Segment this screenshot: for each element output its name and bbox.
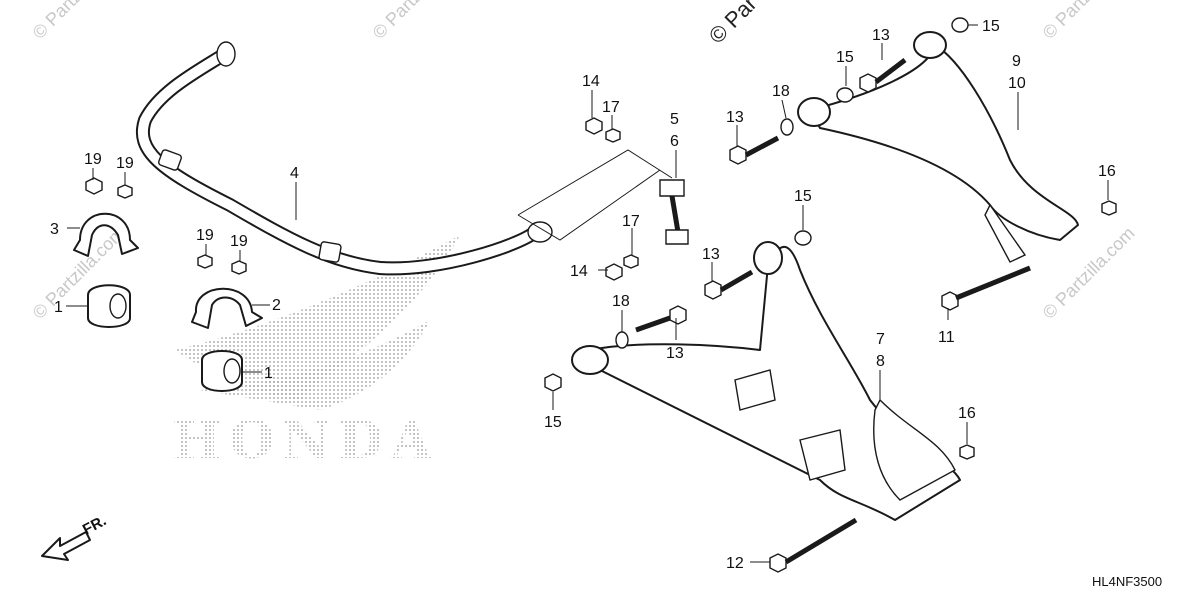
callout-18: 18 [772,83,790,100]
callout-19: 19 [196,227,214,244]
callout-17: 17 [622,213,640,230]
stabilizer-holder-2 [191,287,263,329]
callout-19: 19 [230,233,248,250]
stabilizer-bushing-1a [87,284,131,328]
watermark-text: © Partzilla.com [369,0,469,43]
link-leader-top [517,149,673,216]
bolt-19-group [85,177,247,275]
callout-19: 19 [84,151,102,168]
washer-18-group [615,118,794,349]
bolt-13-group [635,58,907,333]
honda-brand-text: HONDA [172,410,439,471]
callout-19: 19 [116,155,134,172]
honda-wing-logo: HONDA [172,235,460,471]
bolt-12 [769,517,858,573]
callout-1: 1 [264,365,273,382]
callout-8: 8 [876,353,885,370]
callout-10: 10 [1008,75,1026,92]
watermark-text: © Partzilla.com [1039,0,1139,43]
callout-12: 12 [726,555,744,572]
callout-16: 16 [1098,163,1116,180]
callouts: 3 1 1 2 4 5 6 7 8 9 10 11 12 13 13 13 13… [50,18,1116,572]
callout-7: 7 [876,331,885,348]
watermark-text: © Partzilla.com [29,0,129,43]
leader-lines [66,24,1109,563]
link-leader-bottom [517,169,661,241]
callout-16: 16 [958,405,976,422]
watermark-top-text: © Par [704,0,762,49]
nut-14-17-group [585,117,639,281]
callout-15: 15 [836,49,854,66]
callout-15: 15 [982,18,1000,35]
callout-15: 15 [794,188,812,205]
callout-6: 6 [670,133,679,150]
callout-4: 4 [290,165,299,182]
stabilizer-bushing-1b [201,350,243,392]
callout-14: 14 [582,73,600,90]
stabilizer-bar [135,41,553,276]
callout-15: 15 [544,414,562,431]
bolt-11 [941,265,1031,311]
nut-16-group [959,200,1117,460]
callout-11: 11 [938,329,955,346]
front-direction-indicator: FR. [41,512,109,561]
stabilizer-link [659,179,689,245]
callout-3: 3 [50,221,59,238]
callout-13: 13 [702,246,720,263]
diagram-code: HL4NF3500 [1092,574,1162,589]
upper-arm [797,31,1079,263]
callout-13: 13 [726,109,744,126]
callout-1: 1 [54,299,63,316]
callout-9: 9 [1012,53,1021,70]
callout-5: 5 [670,111,679,128]
arrow-left-icon [41,531,91,561]
callout-17: 17 [602,99,620,116]
stabilizer-holder-3 [73,212,139,257]
callout-18: 18 [612,293,630,310]
lower-arm [571,241,961,521]
callout-13: 13 [666,345,684,362]
nut-15-group [544,17,969,392]
callout-14: 14 [570,263,588,280]
callout-13: 13 [872,27,890,44]
callout-2: 2 [272,297,281,314]
